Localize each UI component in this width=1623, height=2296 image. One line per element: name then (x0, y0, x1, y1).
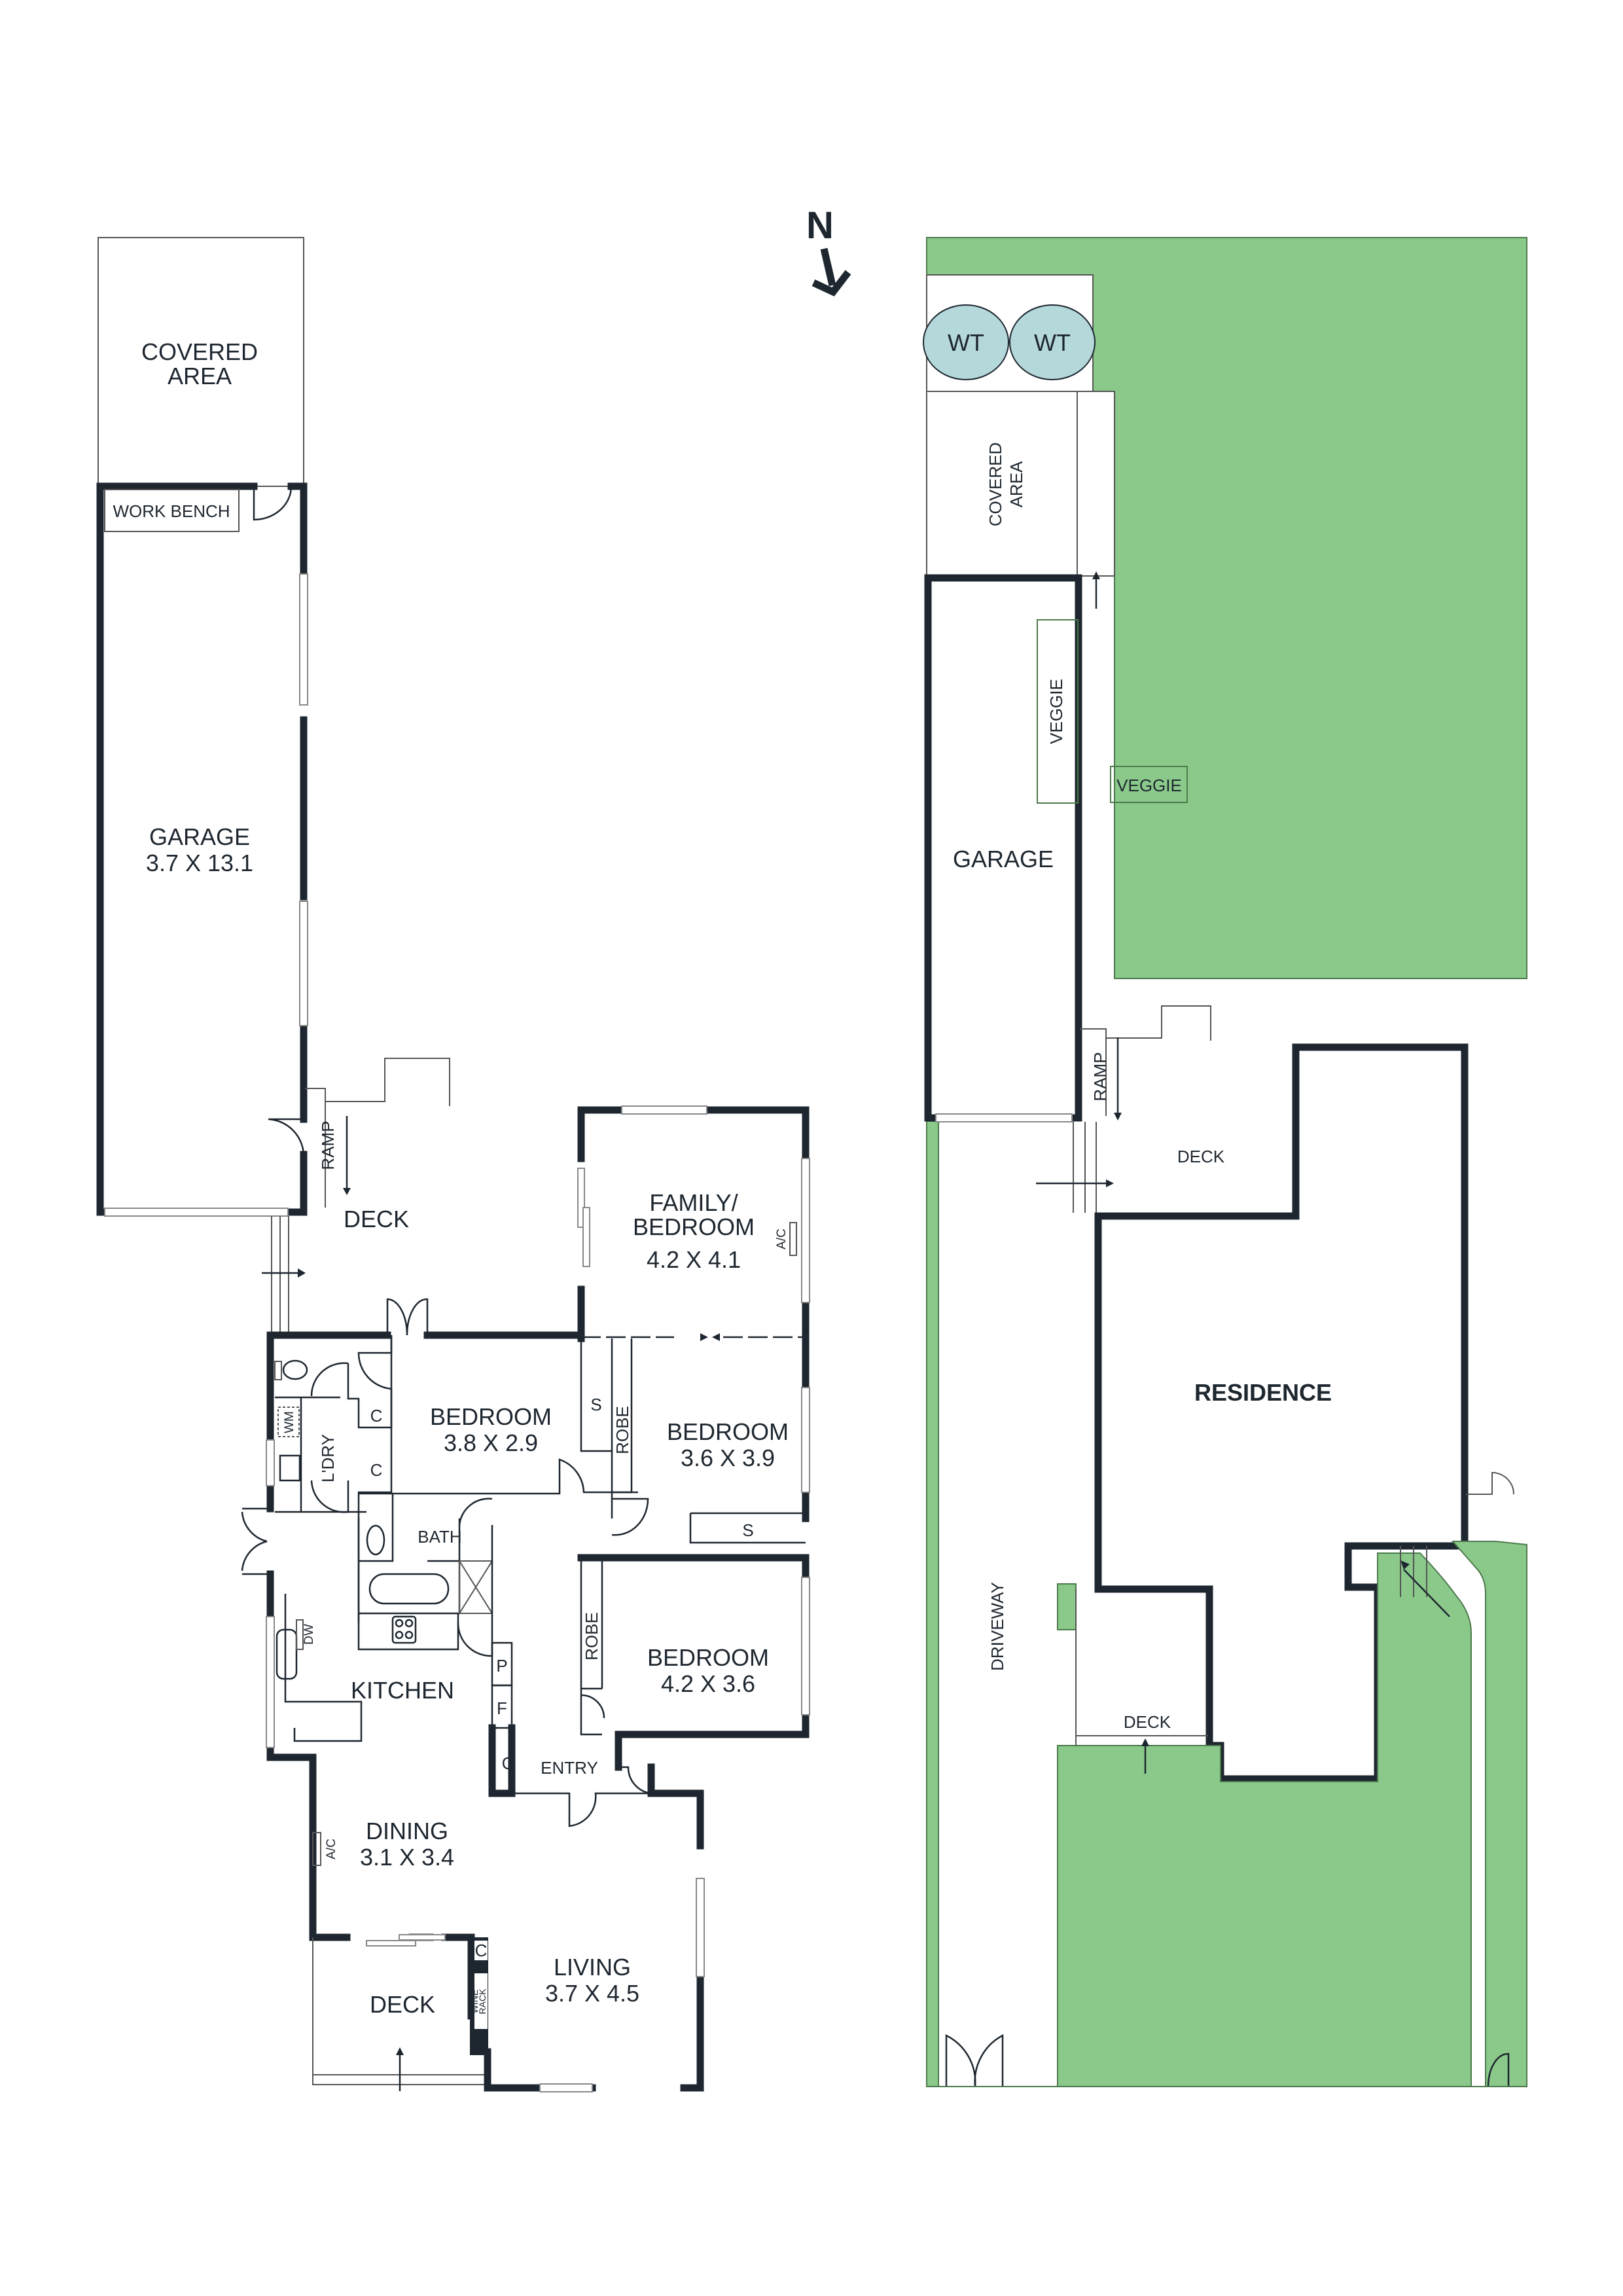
entry-label: ENTRY (541, 1758, 598, 1778)
ac-family-label: A/C (775, 1229, 789, 1249)
bedroom-2-label: BEDROOM (667, 1418, 789, 1445)
north-arrow-icon (812, 247, 851, 296)
wine-rack-label-2: RACK (477, 1988, 488, 2015)
north-label: N (806, 204, 834, 247)
water-tank-1 (923, 304, 1009, 380)
site-covered-area-label: COVERED (986, 442, 1005, 527)
bath-label: BATH (418, 1527, 461, 1547)
site-covered-area-label-2: AREA (1007, 461, 1026, 507)
ac-dining-label: A/C (325, 1839, 338, 1859)
deck-bottom-label: DECK (370, 1991, 435, 2018)
site-ramp-label: RAMP (1090, 1052, 1110, 1101)
dining-label: DINING (366, 1818, 448, 1844)
closet-3-label: C (502, 1753, 514, 1773)
site-deck-top-label: DECK (1177, 1147, 1225, 1166)
work-bench (104, 489, 240, 532)
deck-top-label: DECK (344, 1206, 409, 1232)
driveway-label: DRIVEWAY (988, 1582, 1007, 1671)
robe-2-label: ROBE (582, 1612, 601, 1660)
front-lawn (1057, 1552, 1472, 2087)
dw-label: DW (302, 1624, 316, 1645)
family-bedroom-label: FAMILY/ (649, 1189, 738, 1216)
closet-2-label: C (370, 1460, 383, 1480)
water-tank-2 (1009, 304, 1096, 380)
wm-label: WM (283, 1411, 296, 1433)
site-garage-label: GARAGE (953, 846, 1054, 872)
fridge-label: F (497, 1698, 507, 1718)
work-bench-label: WORK BENCH (113, 501, 230, 521)
covered-area-label: COVERED (141, 338, 258, 365)
bedroom-1-label: BEDROOM (430, 1403, 552, 1430)
kitchen-label: KITCHEN (351, 1677, 454, 1704)
pantry-label: P (496, 1656, 507, 1676)
veggie-1-label: VEGGIE (1046, 679, 1066, 744)
site-deck-bottom-label: DECK (1124, 1712, 1171, 1732)
covered-area-label-2: AREA (168, 363, 232, 389)
laundry-label: L'DRY (318, 1434, 338, 1482)
garage-label: GARAGE (149, 823, 250, 850)
living-label: LIVING (554, 1954, 631, 1981)
closet-4-label: C (475, 1941, 488, 1960)
water-tank-2-label: WT (1034, 329, 1071, 356)
bedroom-3-dims: 4.2 X 3.6 (661, 1670, 755, 1697)
water-tank-1-label: WT (948, 329, 984, 356)
bedroom-3-label: BEDROOM (647, 1644, 769, 1671)
ramp-label: RAMP (318, 1121, 338, 1170)
bedroom-1-dims: 3.8 X 2.9 (444, 1429, 538, 1456)
living-dims: 3.7 X 4.5 (545, 1980, 639, 2007)
floor-plan: COVERED AREA WORK BENCH GARAGE 3.7 X 13.… (96, 237, 810, 2092)
site-plan: WT WT COVERED AREA GARAGE VEGGIE VEGGIE … (923, 237, 1527, 2087)
shelf-1-label: S (590, 1395, 601, 1414)
family-bedroom-label-2: BEDROOM (633, 1213, 755, 1240)
dining-dims: 3.1 X 3.4 (360, 1844, 454, 1871)
garage-dims: 3.7 X 13.1 (146, 850, 253, 876)
compass: N (806, 204, 851, 296)
bedroom-2-dims: 3.6 X 3.9 (681, 1444, 775, 1471)
residence-label: RESIDENCE (1194, 1379, 1332, 1406)
robe-1-label: ROBE (613, 1406, 632, 1454)
shelf-2-label: S (742, 1520, 753, 1540)
veggie-2-label: VEGGIE (1116, 776, 1182, 795)
closet-1-label: C (370, 1406, 383, 1426)
wine-rack-label: WINE (469, 1990, 480, 2014)
family-bedroom-dims: 4.2 X 4.1 (647, 1246, 741, 1273)
